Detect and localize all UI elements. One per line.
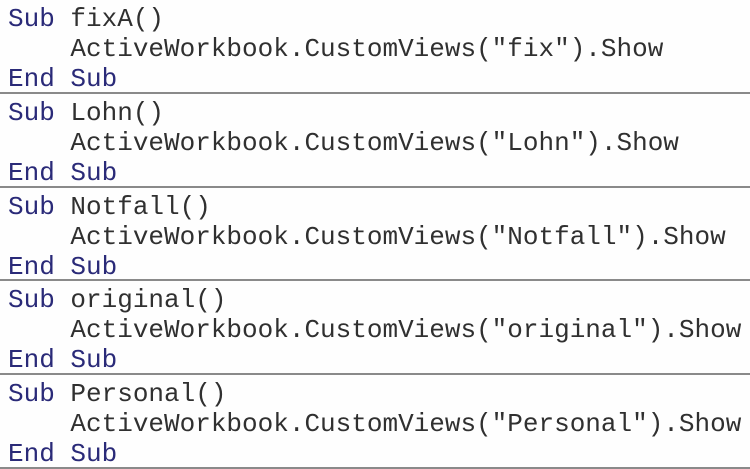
procedure-name: fixA() (54, 4, 165, 34)
statement-code: ActiveWorkbook.CustomViews("original").S… (8, 315, 742, 346)
sub-declaration-line: Sub Lohn() (8, 98, 750, 128)
keyword-sub: Sub (8, 97, 55, 128)
keyword-sub: Sub (8, 4, 55, 34)
keyword-sub: Sub (8, 285, 55, 316)
keyword-sub: Sub (8, 191, 55, 222)
keyword-end-sub: End Sub (8, 439, 118, 469)
keyword-end-sub: End Sub (8, 64, 118, 94)
procedure-original: Sub original() ActiveWorkbook.CustomView… (0, 281, 750, 375)
end-sub-line: End Sub (8, 252, 750, 282)
statement-line: ActiveWorkbook.CustomViews("fix").Show (8, 34, 750, 64)
procedure-name: Lohn() (54, 97, 165, 128)
sub-declaration-line: Sub Notfall() (8, 192, 750, 222)
keyword-end-sub: End Sub (8, 251, 118, 282)
procedure-fixa: Sub fixA() ActiveWorkbook.CustomViews("f… (0, 0, 750, 94)
end-sub-line: End Sub (8, 64, 750, 94)
sub-declaration-line: Sub fixA() (8, 4, 750, 34)
statement-line: ActiveWorkbook.CustomViews("original").S… (8, 315, 750, 345)
end-sub-line: End Sub (8, 439, 750, 469)
procedure-notfall: Sub Notfall() ActiveWorkbook.CustomViews… (0, 188, 750, 282)
procedure-personal: Sub Personal() ActiveWorkbook.CustomView… (0, 375, 750, 469)
keyword-sub: Sub (8, 379, 55, 410)
procedure-name: Notfall() (54, 191, 211, 222)
statement-code: ActiveWorkbook.CustomViews("Personal").S… (8, 409, 742, 440)
statement-line: ActiveWorkbook.CustomViews("Notfall").Sh… (8, 222, 750, 252)
end-sub-line: End Sub (8, 345, 750, 375)
statement-line: ActiveWorkbook.CustomViews("Lohn").Show (8, 128, 750, 158)
procedure-lohn: Sub Lohn() ActiveWorkbook.CustomViews("L… (0, 94, 750, 188)
keyword-end-sub: End Sub (8, 157, 118, 188)
statement-code: ActiveWorkbook.CustomViews("Lohn").Show (8, 127, 679, 158)
procedure-name: original() (54, 285, 227, 316)
sub-declaration-line: Sub original() (8, 285, 750, 315)
keyword-end-sub: End Sub (8, 345, 118, 376)
statement-code: ActiveWorkbook.CustomViews("Notfall").Sh… (8, 221, 726, 252)
statement-code: ActiveWorkbook.CustomViews("fix").Show (8, 34, 664, 64)
procedure-name: Personal() (54, 379, 227, 410)
end-sub-line: End Sub (8, 158, 750, 188)
statement-line: ActiveWorkbook.CustomViews("Personal").S… (8, 409, 750, 439)
sub-declaration-line: Sub Personal() (8, 379, 750, 409)
